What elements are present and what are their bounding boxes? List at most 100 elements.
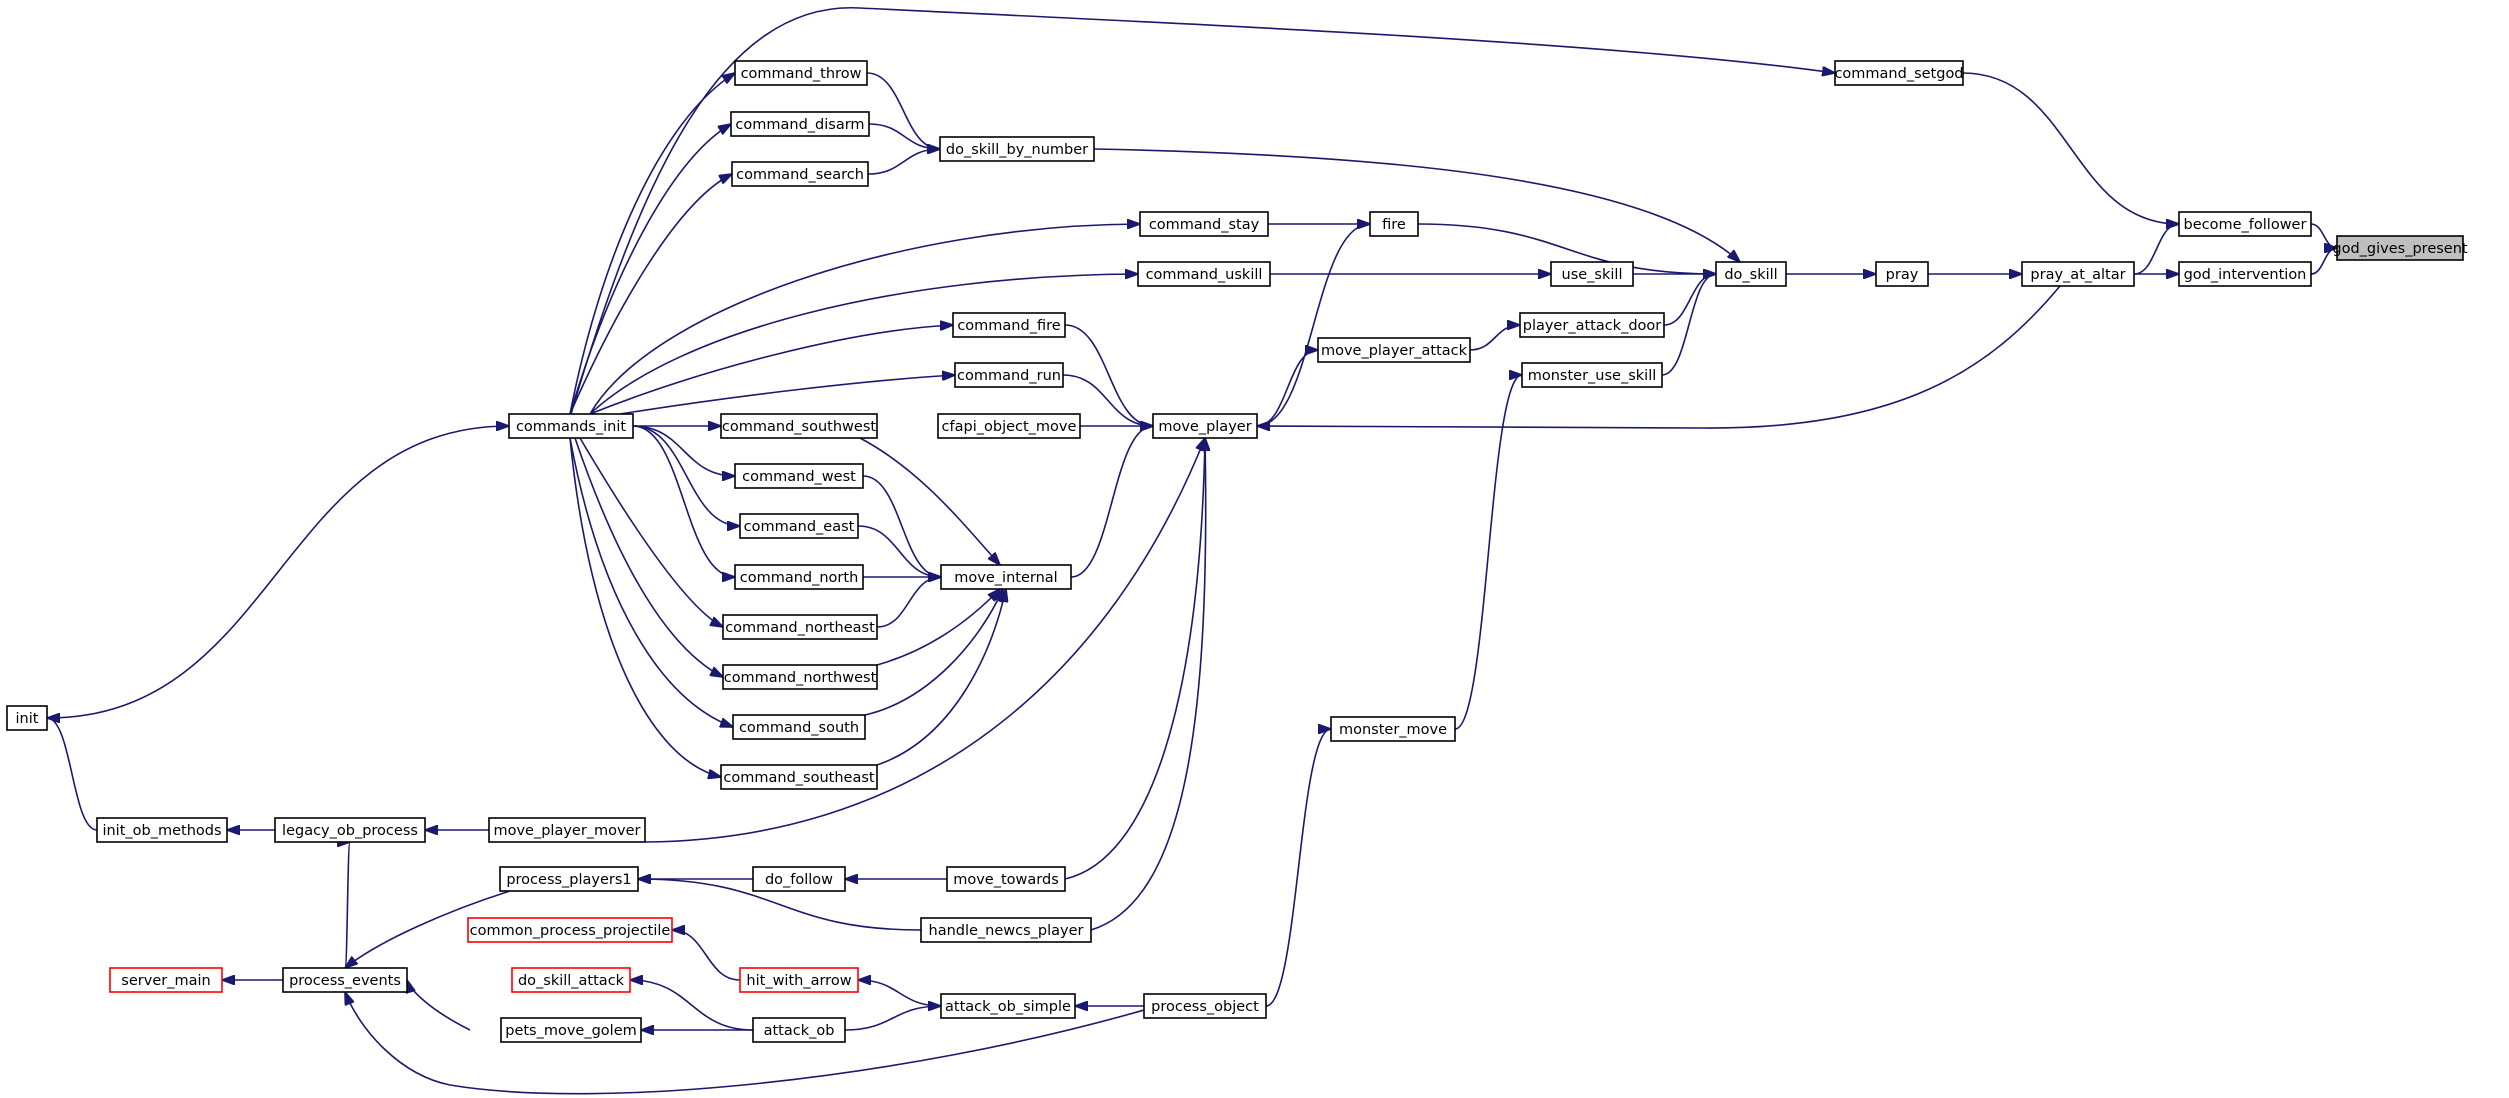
node-box[interactable] — [96, 817, 228, 843]
node-command_setgod[interactable]: command_setgod — [1834, 60, 1964, 86]
node-player_attack_door[interactable]: player_attack_door — [1519, 312, 1665, 338]
node-box[interactable] — [1143, 993, 1267, 1019]
node-command_south[interactable]: command_south — [732, 714, 866, 740]
node-init_ob_methods[interactable]: init_ob_methods — [96, 817, 228, 843]
node-box[interactable] — [731, 161, 869, 187]
node-process_players1[interactable]: process_players1 — [499, 866, 639, 892]
node-box[interactable] — [282, 967, 408, 993]
node-command_northeast[interactable]: command_northeast — [722, 614, 878, 640]
node-box[interactable] — [940, 993, 1076, 1019]
node-box[interactable] — [1152, 413, 1258, 439]
node-box[interactable] — [500, 1017, 642, 1043]
node-become_follower[interactable]: become_follower — [2178, 211, 2312, 237]
node-command_stay[interactable]: command_stay — [1139, 211, 1269, 237]
node-box[interactable] — [732, 714, 866, 740]
node-box[interactable] — [1875, 261, 1929, 287]
node-box[interactable] — [720, 764, 878, 790]
node-legacy_ob_process[interactable]: legacy_ob_process — [274, 817, 426, 843]
node-box[interactable] — [1330, 716, 1456, 742]
node-command_east[interactable]: command_east — [739, 513, 859, 539]
node-command_northwest[interactable]: command_northwest — [722, 664, 878, 690]
node-box[interactable] — [734, 564, 864, 590]
node-box[interactable] — [734, 463, 864, 489]
node-box[interactable] — [939, 136, 1095, 162]
node-box[interactable] — [1139, 211, 1269, 237]
node-cfapi_object_move[interactable]: cfapi_object_move — [937, 413, 1081, 439]
node-process_events[interactable]: process_events — [282, 967, 408, 993]
node-commands_init[interactable]: commands_init — [508, 413, 634, 439]
node-common_process_projectile[interactable]: common_process_projectile — [467, 917, 673, 943]
node-do_skill_attack[interactable]: do_skill_attack — [511, 967, 631, 993]
node-pray[interactable]: pray — [1875, 261, 1929, 287]
node-monster_move[interactable]: monster_move — [1330, 716, 1456, 742]
node-box[interactable] — [6, 705, 48, 731]
node-monster_use_skill[interactable]: monster_use_skill — [1521, 362, 1663, 388]
node-box[interactable] — [946, 866, 1066, 892]
node-box[interactable] — [954, 362, 1064, 388]
node-box[interactable] — [508, 413, 634, 439]
node-box[interactable] — [1715, 261, 1787, 287]
node-move_player_attack[interactable]: move_player_attack — [1317, 337, 1471, 363]
node-do_follow[interactable]: do_follow — [752, 866, 846, 892]
node-do_skill[interactable]: do_skill — [1715, 261, 1787, 287]
node-box[interactable] — [1550, 261, 1634, 287]
node-box[interactable] — [1137, 261, 1271, 287]
node-god_intervention[interactable]: god_intervention — [2178, 261, 2312, 287]
node-command_southeast[interactable]: command_southeast — [720, 764, 878, 790]
node-command_run[interactable]: command_run — [954, 362, 1064, 388]
node-box[interactable] — [467, 917, 673, 943]
node-command_west[interactable]: command_west — [734, 463, 864, 489]
node-box[interactable] — [739, 967, 859, 993]
node-box[interactable] — [952, 312, 1066, 338]
node-box[interactable] — [722, 664, 878, 690]
node-box[interactable] — [488, 817, 646, 843]
node-box[interactable] — [109, 967, 223, 993]
node-server_main[interactable]: server_main — [109, 967, 223, 993]
node-move_towards[interactable]: move_towards — [946, 866, 1066, 892]
node-box[interactable] — [920, 917, 1092, 943]
node-box[interactable] — [2178, 261, 2312, 287]
node-box[interactable] — [937, 413, 1081, 439]
node-handle_newcs_player[interactable]: handle_newcs_player — [920, 917, 1092, 943]
node-box[interactable] — [1519, 312, 1665, 338]
node-box[interactable] — [752, 866, 846, 892]
node-box[interactable] — [739, 513, 859, 539]
node-move_internal[interactable]: move_internal — [940, 564, 1072, 590]
node-box[interactable] — [2021, 261, 2135, 287]
node-command_north[interactable]: command_north — [734, 564, 864, 590]
node-box[interactable] — [511, 967, 631, 993]
node-command_throw[interactable]: command_throw — [734, 60, 868, 86]
node-attack_ob_simple[interactable]: attack_ob_simple — [940, 993, 1076, 1019]
node-box[interactable] — [752, 1017, 846, 1043]
node-init[interactable]: init — [6, 705, 48, 731]
node-box[interactable] — [720, 413, 878, 439]
node-box[interactable] — [734, 60, 868, 86]
node-command_search[interactable]: command_search — [731, 161, 869, 187]
node-command_uskill[interactable]: command_uskill — [1137, 261, 1271, 287]
node-command_disarm[interactable]: command_disarm — [730, 111, 870, 137]
node-box[interactable] — [1317, 337, 1471, 363]
node-pray_at_altar[interactable]: pray_at_altar — [2021, 261, 2135, 287]
node-do_skill_by_number[interactable]: do_skill_by_number — [939, 136, 1095, 162]
node-box[interactable] — [722, 614, 878, 640]
node-god_gives_present[interactable]: god_gives_present — [2332, 235, 2468, 261]
node-box[interactable] — [730, 111, 870, 137]
node-box[interactable] — [274, 817, 426, 843]
node-fire[interactable]: fire — [1369, 211, 1419, 237]
node-box[interactable] — [940, 564, 1072, 590]
node-box[interactable] — [1521, 362, 1663, 388]
node-command_fire[interactable]: command_fire — [952, 312, 1066, 338]
node-box[interactable] — [499, 866, 639, 892]
node-process_object[interactable]: process_object — [1143, 993, 1267, 1019]
node-hit_with_arrow[interactable]: hit_with_arrow — [739, 967, 859, 993]
node-attack_ob[interactable]: attack_ob — [752, 1017, 846, 1043]
node-move_player_mover[interactable]: move_player_mover — [488, 817, 646, 843]
node-box[interactable] — [2178, 211, 2312, 237]
node-move_player[interactable]: move_player — [1152, 413, 1258, 439]
node-box[interactable] — [2336, 235, 2464, 261]
node-pets_move_golem[interactable]: pets_move_golem — [500, 1017, 642, 1043]
node-box[interactable] — [1834, 60, 1964, 86]
node-box[interactable] — [1369, 211, 1419, 237]
node-use_skill[interactable]: use_skill — [1550, 261, 1634, 287]
node-command_southwest[interactable]: command_southwest — [720, 413, 878, 439]
